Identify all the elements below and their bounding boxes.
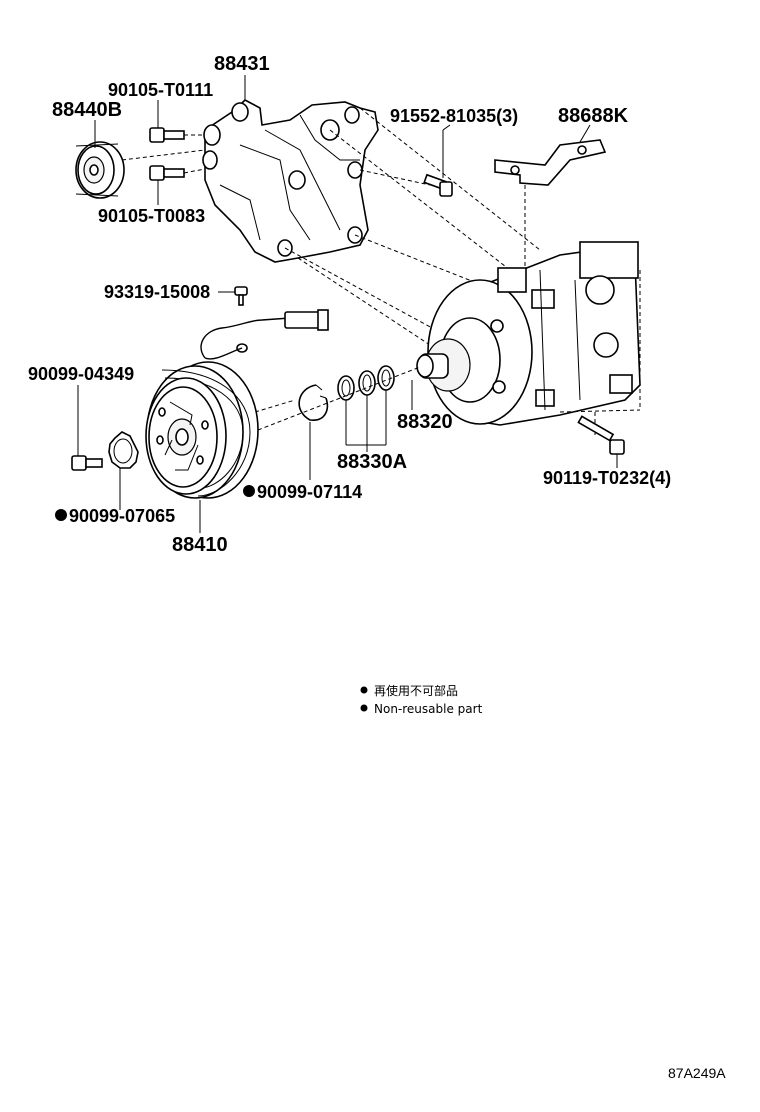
label-88431: 88431 xyxy=(214,53,270,75)
diagram-id: 87A249A xyxy=(668,1065,726,1081)
bolt-upper-drawing xyxy=(149,127,210,143)
clutch-wire-drawing xyxy=(200,309,329,360)
label-90099-04349: 90099-04349 xyxy=(28,364,134,384)
label-88688K: 88688K xyxy=(558,105,629,127)
compressor-drawing xyxy=(416,241,641,435)
clutch-shim-drawing xyxy=(108,431,139,469)
idler-pulley-drawing xyxy=(75,141,125,199)
label-88410: 88410 xyxy=(172,534,228,556)
compressor-bolt-drawing xyxy=(577,415,625,455)
label-90099-07065: 90099-07065 xyxy=(69,506,175,526)
non-reusable-dot-icon xyxy=(243,485,255,497)
label-91552-81035: 91552-81035(3) xyxy=(390,106,518,126)
snap-ring-drawing xyxy=(254,384,329,421)
label-88440B: 88440B xyxy=(52,99,122,121)
label-90105-T0111: 90105-T0111 xyxy=(108,80,213,100)
bracket-bolt-drawing xyxy=(423,173,453,197)
label-90119-T0232: 90119-T0232(4) xyxy=(543,468,671,488)
non-reusable-dot-icon xyxy=(360,704,368,712)
non-reusable-dot-icon xyxy=(360,686,368,694)
screw-drawing xyxy=(234,286,248,306)
non-reusable-dot-icon xyxy=(55,509,67,521)
compressor-stay-drawing xyxy=(494,139,607,270)
clutch-pulley-drawing xyxy=(145,361,421,499)
legend: 再使用不可部品 Non-reusable part xyxy=(360,683,483,716)
label-90105-T0083: 90105-T0083 xyxy=(98,206,205,226)
legend-japanese: 再使用不可部品 xyxy=(374,683,458,698)
compressor-bracket-drawing xyxy=(202,99,379,263)
label-88320: 88320 xyxy=(397,411,453,433)
label-88330A: 88330A xyxy=(337,451,407,473)
bolt-lower-drawing xyxy=(149,165,211,181)
legend-english: Non-reusable part xyxy=(374,702,483,716)
leader-lines xyxy=(77,75,618,533)
clutch-bolt-drawing xyxy=(71,455,103,471)
label-93319-15008: 93319-15008 xyxy=(104,282,210,302)
label-90099-07114: 90099-07114 xyxy=(257,482,362,502)
